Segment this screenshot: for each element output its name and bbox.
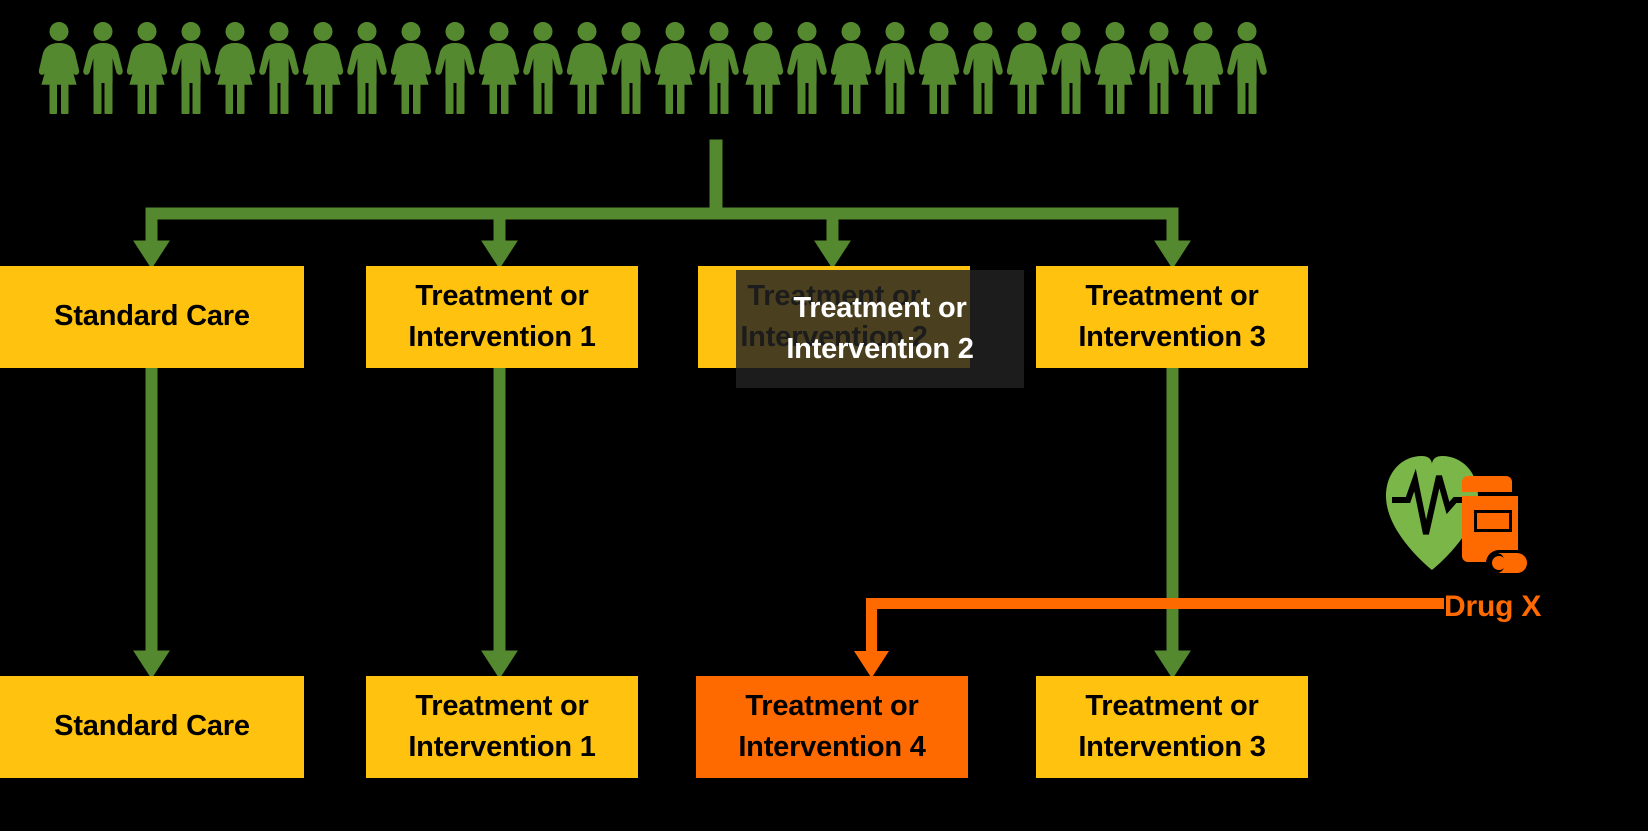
outcome-box-treatment-1[interactable]: Treatment or Intervention 1 [366,676,638,778]
outcome-box-standard-care[interactable]: Standard Care [0,676,304,778]
arrowhead-2 [481,240,518,269]
drop-line-2 [493,207,506,244]
box-line: Standard Care [54,300,250,333]
long-line-treatment-3 [1166,367,1179,654]
heart-pulse-pill-bottle-icon [1382,438,1532,588]
box-line: Intervention 1 [408,731,596,763]
treatment-2-dim-overlay[interactable]: Treatment or Intervention 2 [736,270,1024,388]
drop-line-1 [145,207,158,244]
box-line: Intervention 3 [1078,321,1266,353]
dim-overlay-text: Treatment or Intervention 2 [736,288,1024,370]
dim-line: Treatment or [793,291,967,324]
box-line: Intervention 1 [408,321,596,353]
dim-line: Intervention 2 [786,333,974,365]
arrowhead-1 [133,240,170,269]
outcome-box-treatment-3[interactable]: Treatment or Intervention 3 [1036,676,1308,778]
allocation-box-treatment-1[interactable]: Treatment or Intervention 1 [366,266,638,368]
arrowhead-3 [814,240,851,269]
stem-line [709,139,723,219]
box-line: Intervention 4 [738,731,926,763]
bottle-label [1477,513,1509,529]
allocation-box-standard-care[interactable]: Standard Care [0,266,304,368]
box-line: Treatment or [1085,689,1259,722]
arrowhead-out-4 [1154,650,1191,679]
box-line: Treatment or [745,689,919,722]
long-line-treatment-1 [493,367,506,654]
arrowhead-4 [1154,240,1191,269]
allocation-box-treatment-3[interactable]: Treatment or Intervention 3 [1036,266,1308,368]
pulse-line [1392,468,1474,535]
distribution-bar [145,207,1179,220]
box-line: Treatment or [1085,279,1259,312]
box-line: Intervention 3 [1078,731,1266,763]
long-line-standard-care [145,367,158,654]
box-line: Standard Care [54,710,250,743]
box-line: Treatment or [415,689,589,722]
arrowhead-out-2 [481,650,518,679]
arrowhead-out-1 [133,650,170,679]
capsule [1486,550,1530,576]
population-people-icon [38,22,1278,117]
drug-x-connector [854,598,1444,678]
drop-line-4 [1166,207,1179,244]
drug-x-label: Drug X [1444,590,1542,623]
box-line: Treatment or [415,279,589,312]
outcome-box-treatment-4[interactable]: Treatment or Intervention 4 [696,676,968,778]
drop-line-3 [826,207,839,244]
